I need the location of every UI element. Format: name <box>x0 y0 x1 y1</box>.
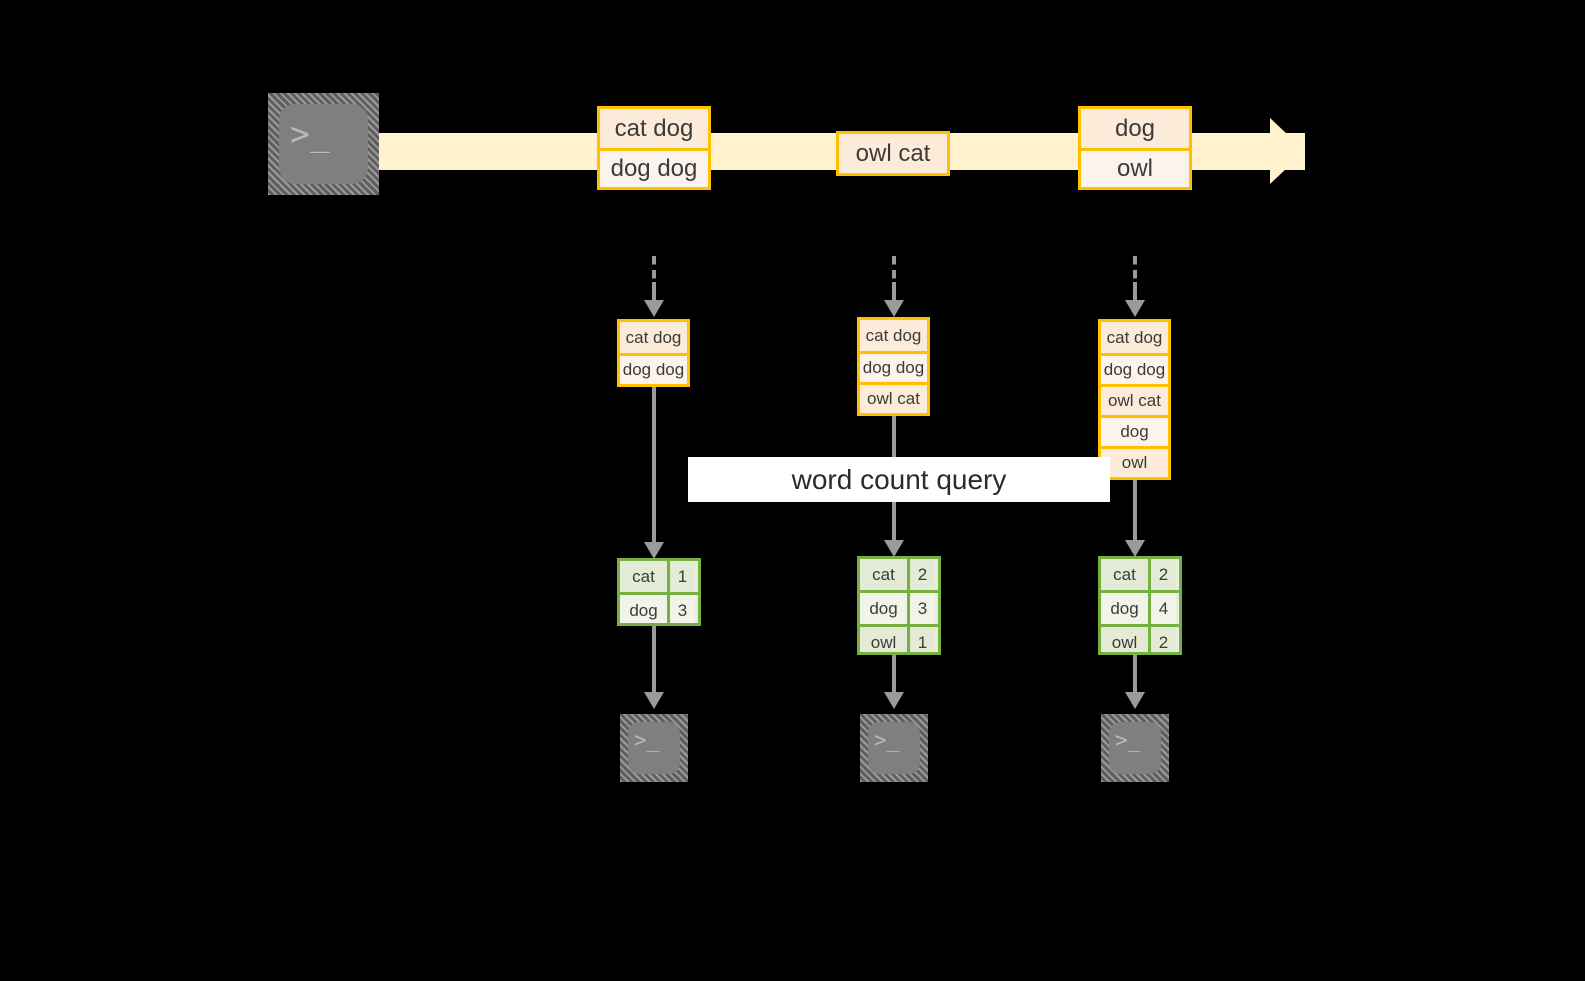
stream-record-1: cat dog dog dog <box>597 106 711 190</box>
result-count: 2 <box>1148 627 1176 652</box>
terminal-prompt-glyph: >_ <box>874 728 900 752</box>
pipeline-2-sink-line <box>892 655 896 698</box>
stream-record-3-line-2: owl <box>1081 148 1189 187</box>
terminal-screen <box>279 104 368 184</box>
pipeline-2-input-row: dog dog <box>860 351 927 382</box>
stream-record-3: dog owl <box>1078 106 1192 190</box>
pipeline-3-input-table: cat dog dog dog owl cat dog owl <box>1098 319 1171 480</box>
result-count: 3 <box>907 593 935 624</box>
pipeline-3-input-row: dog <box>1101 415 1168 446</box>
result-word: cat <box>620 561 667 592</box>
pipeline-3-dashed-connector <box>1133 256 1137 282</box>
pipeline-3-intake-arrowhead <box>1125 300 1145 317</box>
pipeline-3-sink-terminal-icon[interactable]: >_ <box>1101 714 1169 782</box>
terminal-screen <box>628 722 680 774</box>
pipeline-1-intake-line <box>652 282 656 304</box>
pipeline-3-input-row: cat dog <box>1101 322 1168 353</box>
terminal-prompt-glyph: >_ <box>290 114 330 153</box>
pipeline-1-input-row: cat dog <box>620 322 687 353</box>
pipeline-2-dashed-connector <box>892 256 896 282</box>
stream-record-2-line-1: owl cat <box>839 134 947 173</box>
stream-record-1-line-2: dog dog <box>600 148 708 187</box>
pipeline-3-input-row: dog dog <box>1101 353 1168 384</box>
terminal-prompt-glyph: >_ <box>634 728 660 752</box>
pipeline-3-result-row: cat 2 <box>1101 559 1179 590</box>
pipeline-2-intake-line <box>892 282 896 304</box>
pipeline-1-sink-line <box>652 626 656 698</box>
result-word: cat <box>1101 559 1148 590</box>
result-word: dog <box>620 595 667 623</box>
query-label: word count query <box>688 457 1110 502</box>
result-word: cat <box>860 559 907 590</box>
pipeline-1-dashed-connector <box>652 256 656 282</box>
pipeline-1-result-row: dog 3 <box>620 592 698 623</box>
pipeline-2-result-row: cat 2 <box>860 559 938 590</box>
pipeline-1-sink-arrowhead <box>644 692 664 709</box>
pipeline-1-intake-arrowhead <box>644 300 664 317</box>
query-label-text: word count query <box>791 463 1007 495</box>
input-stream-arrowhead <box>1270 118 1305 184</box>
pipeline-2-input-row: cat dog <box>860 320 927 351</box>
pipeline-1-result-row: cat 1 <box>620 561 698 592</box>
pipeline-3-query-arrowhead <box>1125 540 1145 557</box>
result-count: 1 <box>907 627 935 652</box>
pipeline-1-sink-terminal-icon[interactable]: >_ <box>620 714 688 782</box>
pipeline-3-input-row: owl <box>1101 446 1168 477</box>
result-count: 2 <box>907 559 935 590</box>
pipeline-3-result-row: owl 2 <box>1101 624 1179 652</box>
pipeline-3-query-line <box>1133 480 1137 550</box>
pipeline-3-result-table: cat 2 dog 4 owl 2 <box>1098 556 1182 655</box>
pipeline-3-sink-line <box>1133 655 1137 698</box>
result-count: 1 <box>667 561 695 592</box>
terminal-screen <box>868 722 920 774</box>
pipeline-3-intake-line <box>1133 282 1137 304</box>
pipeline-1-query-arrowhead <box>644 542 664 559</box>
pipeline-2-intake-arrowhead <box>884 300 904 317</box>
pipeline-1-result-table: cat 1 dog 3 <box>617 558 701 626</box>
pipeline-2-sink-arrowhead <box>884 692 904 709</box>
pipeline-2-input-table: cat dog dog dog owl cat <box>857 317 930 416</box>
pipeline-1-input-table: cat dog dog dog <box>617 319 690 387</box>
pipeline-1-input-row: dog dog <box>620 353 687 384</box>
result-word: dog <box>860 593 907 624</box>
result-word: dog <box>1101 593 1148 624</box>
result-word: owl <box>860 627 907 652</box>
pipeline-3-input-row: owl cat <box>1101 384 1168 415</box>
terminal-screen <box>1109 722 1161 774</box>
result-count: 4 <box>1148 593 1176 624</box>
pipeline-2-result-row: dog 3 <box>860 590 938 624</box>
stream-record-2: owl cat <box>836 131 950 176</box>
pipeline-3-result-row: dog 4 <box>1101 590 1179 624</box>
source-terminal-icon[interactable]: >_ <box>268 93 379 195</box>
stream-record-1-line-1: cat dog <box>600 109 708 148</box>
stream-record-3-line-1: dog <box>1081 109 1189 148</box>
pipeline-2-result-row: owl 1 <box>860 624 938 652</box>
result-count: 3 <box>667 595 695 623</box>
pipeline-3-sink-arrowhead <box>1125 692 1145 709</box>
pipeline-2-result-table: cat 2 dog 3 owl 1 <box>857 556 941 655</box>
pipeline-1-query-line <box>652 387 656 552</box>
pipeline-2-query-arrowhead <box>884 540 904 557</box>
terminal-prompt-glyph: >_ <box>1115 728 1141 752</box>
result-word: owl <box>1101 627 1148 652</box>
pipeline-2-sink-terminal-icon[interactable]: >_ <box>860 714 928 782</box>
result-count: 2 <box>1148 559 1176 590</box>
pipeline-2-input-row: owl cat <box>860 382 927 413</box>
